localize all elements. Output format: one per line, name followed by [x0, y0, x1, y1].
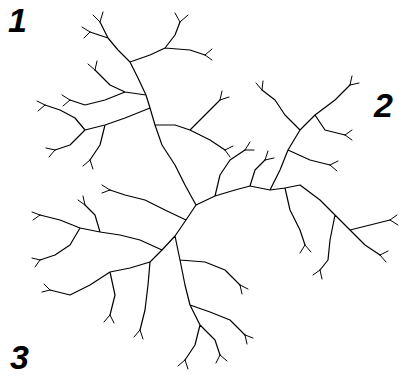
callout-number: 3: [10, 340, 29, 374]
tree-branches: [40, 22, 390, 360]
callout-number: 2: [374, 88, 393, 122]
callout-number: 1: [8, 3, 27, 37]
leaf-forks: [32, 12, 398, 369]
